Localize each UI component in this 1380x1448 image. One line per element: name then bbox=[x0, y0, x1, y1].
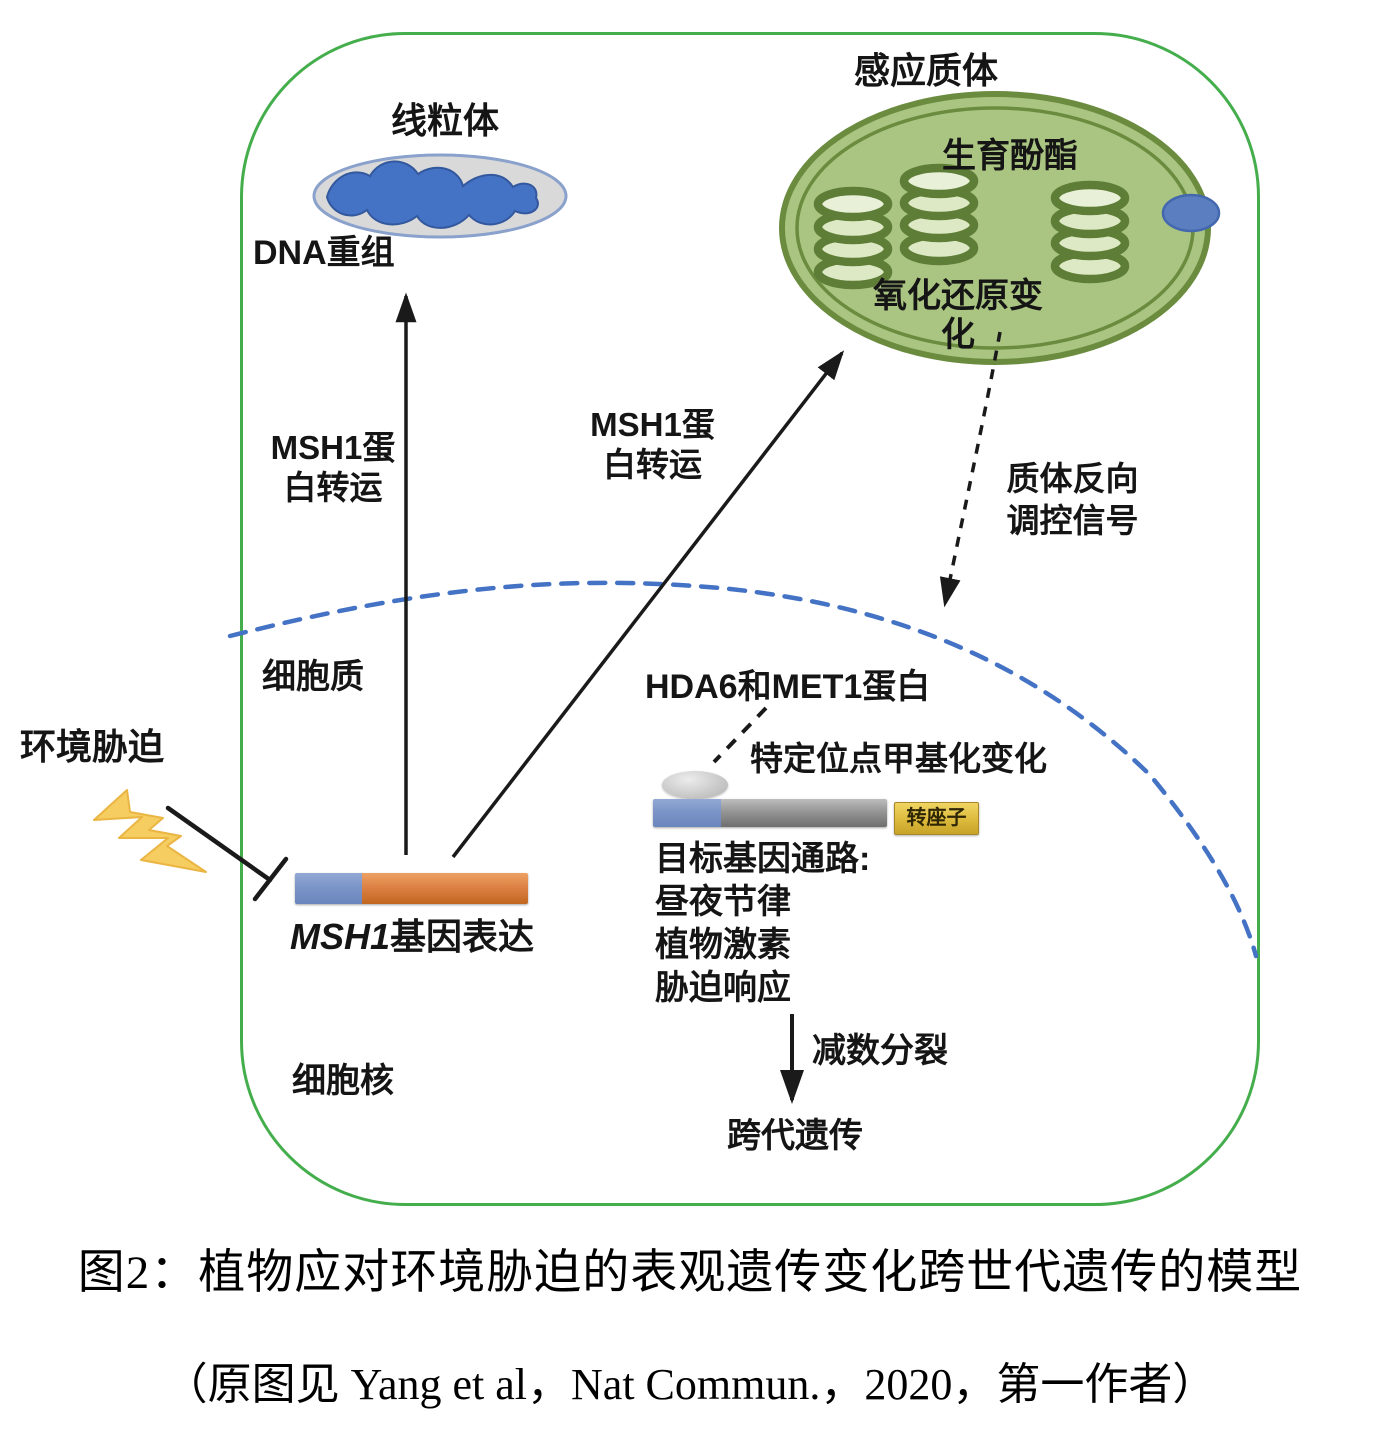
msh1-expression-label: MSH1基因表达 bbox=[290, 916, 534, 957]
plastid-title: 感应质体 bbox=[853, 50, 998, 91]
pathway-line: 胁迫响应 bbox=[655, 969, 791, 1007]
msh1-coding-segment bbox=[362, 873, 528, 904]
retrograde-signal-label: 质体反向 调控信号 bbox=[1006, 460, 1139, 539]
msh1-promoter-segment bbox=[295, 873, 362, 904]
hda6-met1-label: HDA6和MET1蛋白 bbox=[645, 668, 931, 706]
msh1-transport-label-right: MSH1蛋 白转运 bbox=[590, 406, 715, 483]
pathway-line: 昼夜节律 bbox=[655, 883, 791, 921]
lightning-bolt-icon bbox=[93, 789, 207, 873]
msh1-gene-bar bbox=[295, 873, 528, 904]
target-pathways-block: 目标基因通路: 昼夜节律 植物激素 胁迫响应 bbox=[655, 838, 870, 1010]
transposon-box: 转座子 bbox=[894, 802, 979, 835]
pathway-line: 植物激素 bbox=[655, 926, 791, 964]
pathway-line: 目标基因通路: bbox=[655, 840, 871, 878]
methylation-label: 特定位点甲基化变化 bbox=[750, 740, 1047, 777]
gene-body-segment bbox=[721, 799, 887, 827]
cell-membrane-outline bbox=[240, 32, 1260, 1206]
msh1-gene-suffix: 基因表达 bbox=[390, 916, 535, 957]
mitochondrion-title: 线粒体 bbox=[390, 100, 499, 141]
figure-caption-line2: （原图见 Yang et al，Nat Commun.，2020，第一作者） bbox=[163, 1360, 1217, 1409]
msh1-gene-name: MSH1 bbox=[290, 916, 391, 957]
target-gene-bar bbox=[653, 799, 887, 827]
methylation-mark-ellipse bbox=[662, 771, 728, 799]
meiosis-label: 减数分裂 bbox=[812, 1032, 948, 1070]
transgenerational-label: 跨代遗传 bbox=[727, 1117, 863, 1155]
dna-recombination-label: DNA重组 bbox=[253, 234, 395, 272]
figure-caption-line1: 图2：植物应对环境胁迫的表观遗传变化跨世代遗传的模型 bbox=[77, 1247, 1303, 1299]
gene-promoter-segment bbox=[653, 799, 721, 827]
redox-change-label: 氧化还原变化 bbox=[873, 277, 1043, 355]
nucleus-label: 细胞核 bbox=[292, 1062, 394, 1100]
msh1-transport-label-left: MSH1蛋 白转运 bbox=[270, 429, 396, 506]
cytoplasm-label: 细胞质 bbox=[262, 658, 364, 696]
environmental-stress-label: 环境胁迫 bbox=[20, 726, 165, 767]
tocopherol-label: 生育酚酯 bbox=[942, 137, 1078, 175]
